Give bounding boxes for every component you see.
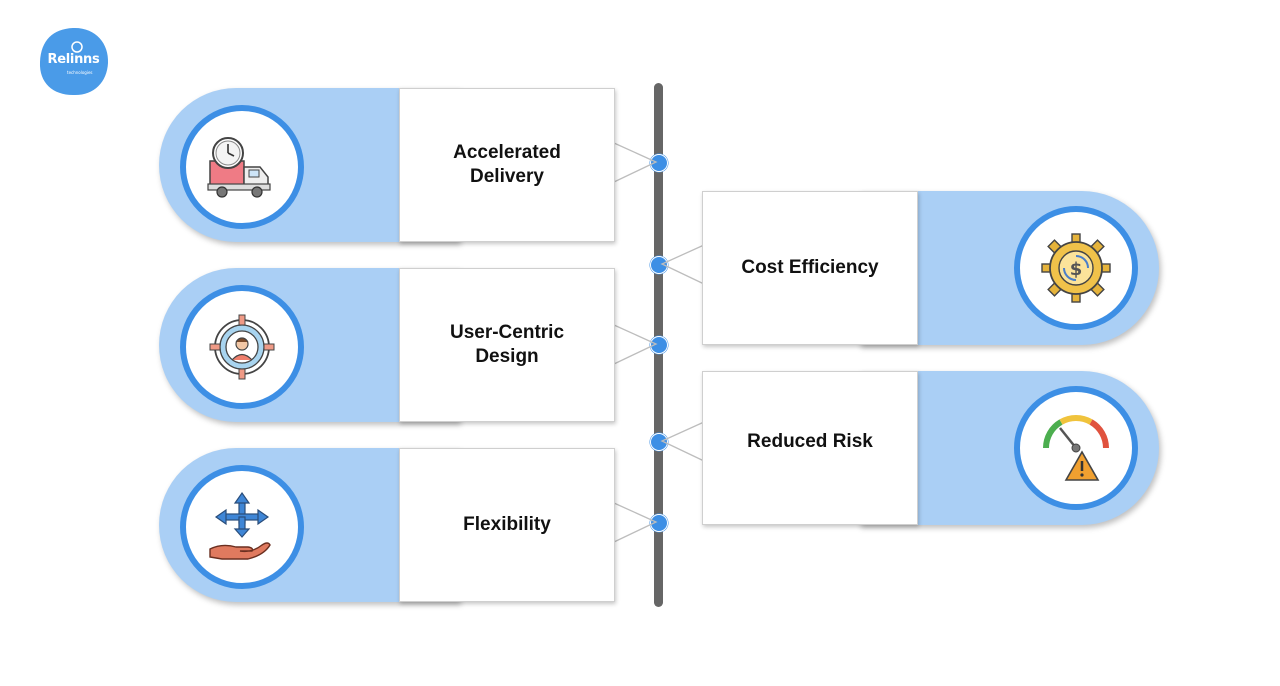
logo-text: Relinns: [47, 52, 100, 67]
company-logo: Relinns technologies: [37, 25, 110, 98]
item-label-line1: Flexibility: [463, 514, 551, 535]
svg-text:$: $: [1070, 259, 1083, 280]
item-label-line1: Cost Efficiency: [741, 257, 879, 278]
dollar-gear-icon: $: [1041, 233, 1111, 303]
item-label: Flexibility: [400, 513, 614, 537]
card-flexibility: Flexibility: [159, 448, 615, 602]
timeline-dot: [650, 433, 668, 451]
card-cost-efficiency: $ Cost Efficiency: [702, 191, 1159, 345]
label-box: Reduced Risk: [702, 371, 918, 525]
logo-subtitle: technologies: [67, 70, 93, 75]
item-label-line1: User-Centric: [449, 322, 565, 343]
item-label: Cost Efficiency: [703, 256, 917, 280]
item-label-line1: Reduced Risk: [747, 430, 873, 452]
connector-arrow: [660, 421, 705, 462]
timeline-dot: [650, 256, 668, 274]
label-box: User-Centric Design: [399, 268, 615, 422]
icon-circle: [180, 105, 304, 229]
label-box: Flexibility: [399, 448, 615, 602]
connector-arrow: [660, 244, 705, 285]
item-label: Reduced Risk: [703, 430, 917, 454]
item-label-line2: Delivery: [470, 166, 544, 187]
icon-circle: [180, 465, 304, 589]
hand-arrows-icon: [209, 491, 271, 560]
timeline-dot: [650, 336, 668, 354]
label-box: Accelerated Delivery: [399, 88, 615, 242]
connector-arrow: [613, 142, 658, 183]
item-label: Accelerated Delivery: [400, 141, 614, 189]
timeline-dot: [650, 154, 668, 172]
connector-arrow: [613, 324, 658, 365]
risk-gauge-warning-icon: [1042, 415, 1110, 481]
connector-arrow: [613, 502, 658, 543]
card-user-centric-design: User-Centric Design: [159, 268, 615, 422]
user-target-icon: [209, 314, 275, 380]
timeline-dot: [650, 514, 668, 532]
card-accelerated-delivery: Accelerated Delivery: [159, 88, 615, 242]
item-label: User-Centric Design: [400, 321, 614, 369]
card-reduced-risk: Reduced Risk: [702, 371, 1159, 525]
icon-circle: [180, 285, 304, 409]
delivery-truck-clock-icon: [207, 137, 271, 198]
label-box: Cost Efficiency: [702, 191, 918, 345]
logo-blob-icon: [39, 27, 109, 96]
icon-circle: [1014, 386, 1138, 510]
item-label-line1: Accelerated: [453, 142, 561, 163]
item-label-line2: Design: [475, 346, 539, 367]
icon-circle: $: [1014, 206, 1138, 330]
